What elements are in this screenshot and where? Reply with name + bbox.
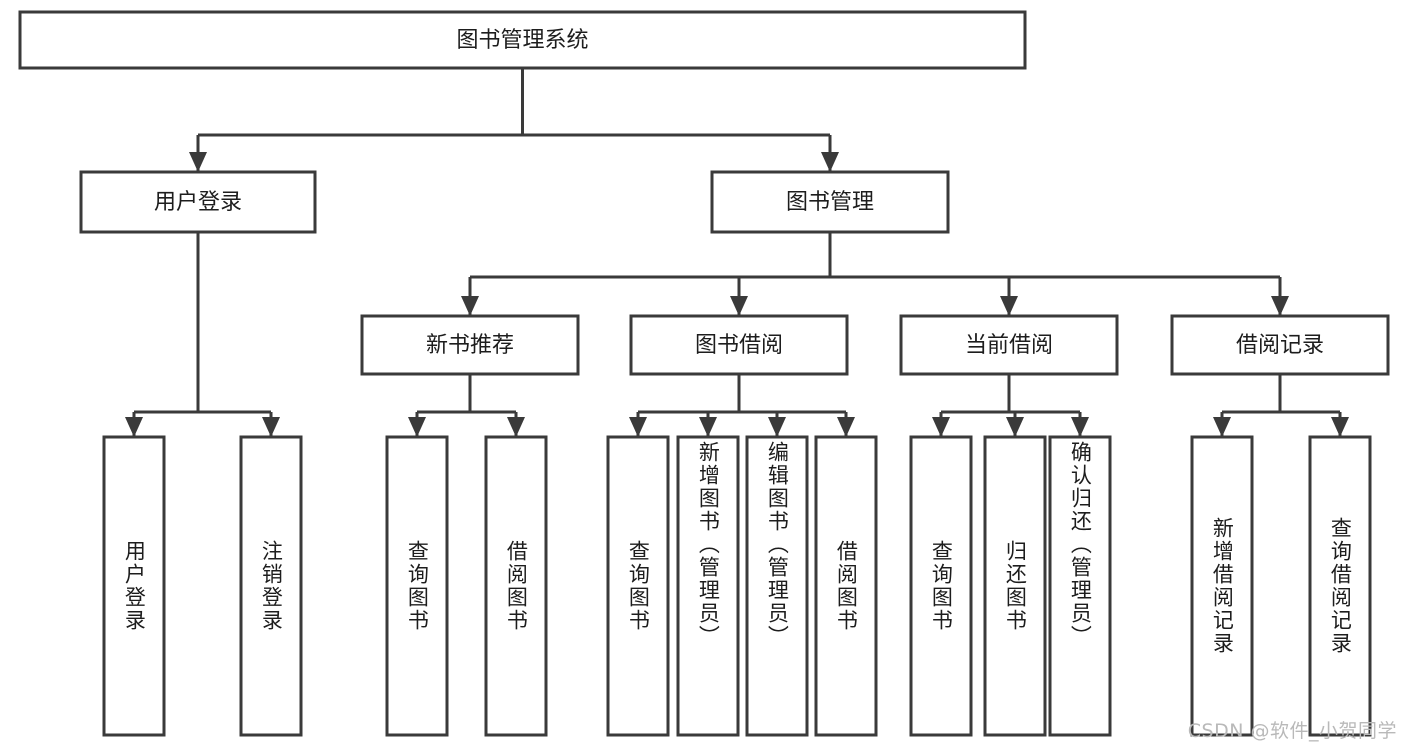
arrow-head-icon [262, 417, 280, 437]
level3-node-label: 图书借阅 [695, 333, 783, 358]
watermark: CSDN @软件_小贺同学 [1187, 720, 1397, 742]
level3-node-label: 借阅记录 [1236, 333, 1324, 358]
arrow-head-icon [629, 417, 647, 437]
arrow-head-icon [461, 296, 479, 316]
arrow-head-icon [1071, 417, 1089, 437]
arrow-head-icon [189, 152, 207, 172]
leaf-node-box[interactable] [745, 435, 809, 737]
leaf-node-box[interactable] [484, 435, 548, 737]
leaf-node-box[interactable] [1048, 435, 1112, 737]
level3-node-label: 新书推荐 [426, 333, 514, 358]
arrow-head-icon [837, 417, 855, 437]
level3-node-box[interactable] [360, 314, 580, 376]
arrow-head-icon [1000, 296, 1018, 316]
arrow-head-icon [730, 296, 748, 316]
arrow-head-icon [821, 152, 839, 172]
level3-node-box[interactable] [629, 314, 849, 376]
leaf-node-box[interactable] [814, 435, 878, 737]
leaf-node-box[interactable] [385, 435, 449, 737]
leaf-node-box[interactable] [1308, 435, 1372, 737]
level2-node-label: 用户登录 [154, 190, 242, 215]
arrow-head-icon [1006, 417, 1024, 437]
arrow-head-icon [768, 417, 786, 437]
level2-node-box[interactable] [79, 170, 317, 234]
leaf-node-box[interactable] [239, 435, 303, 737]
arrow-head-icon [1331, 417, 1349, 437]
leaf-node-box[interactable] [909, 435, 973, 737]
level3-node-box[interactable] [899, 314, 1119, 376]
root-node-box[interactable] [18, 10, 1027, 70]
level2-node-box[interactable] [710, 170, 950, 234]
leaf-node-box[interactable] [983, 435, 1047, 737]
level3-node-label: 当前借阅 [965, 333, 1053, 358]
arrow-head-icon [125, 417, 143, 437]
leaf-node-box[interactable] [676, 435, 740, 737]
arrow-head-icon [932, 417, 950, 437]
arrow-head-icon [507, 417, 525, 437]
arrow-head-icon [1271, 296, 1289, 316]
root-node-label: 图书管理系统 [456, 28, 588, 53]
leaf-node-box[interactable] [606, 435, 670, 737]
boxes-layer [18, 10, 1390, 737]
level3-node-box[interactable] [1170, 314, 1390, 376]
connectors-layer [125, 68, 1349, 437]
arrow-head-icon [699, 417, 717, 437]
level2-node-label: 图书管理 [786, 190, 874, 215]
arrow-head-icon [1213, 417, 1231, 437]
leaf-node-box[interactable] [1190, 435, 1254, 737]
leaf-node-box[interactable] [102, 435, 166, 737]
arrow-head-icon [408, 417, 426, 437]
